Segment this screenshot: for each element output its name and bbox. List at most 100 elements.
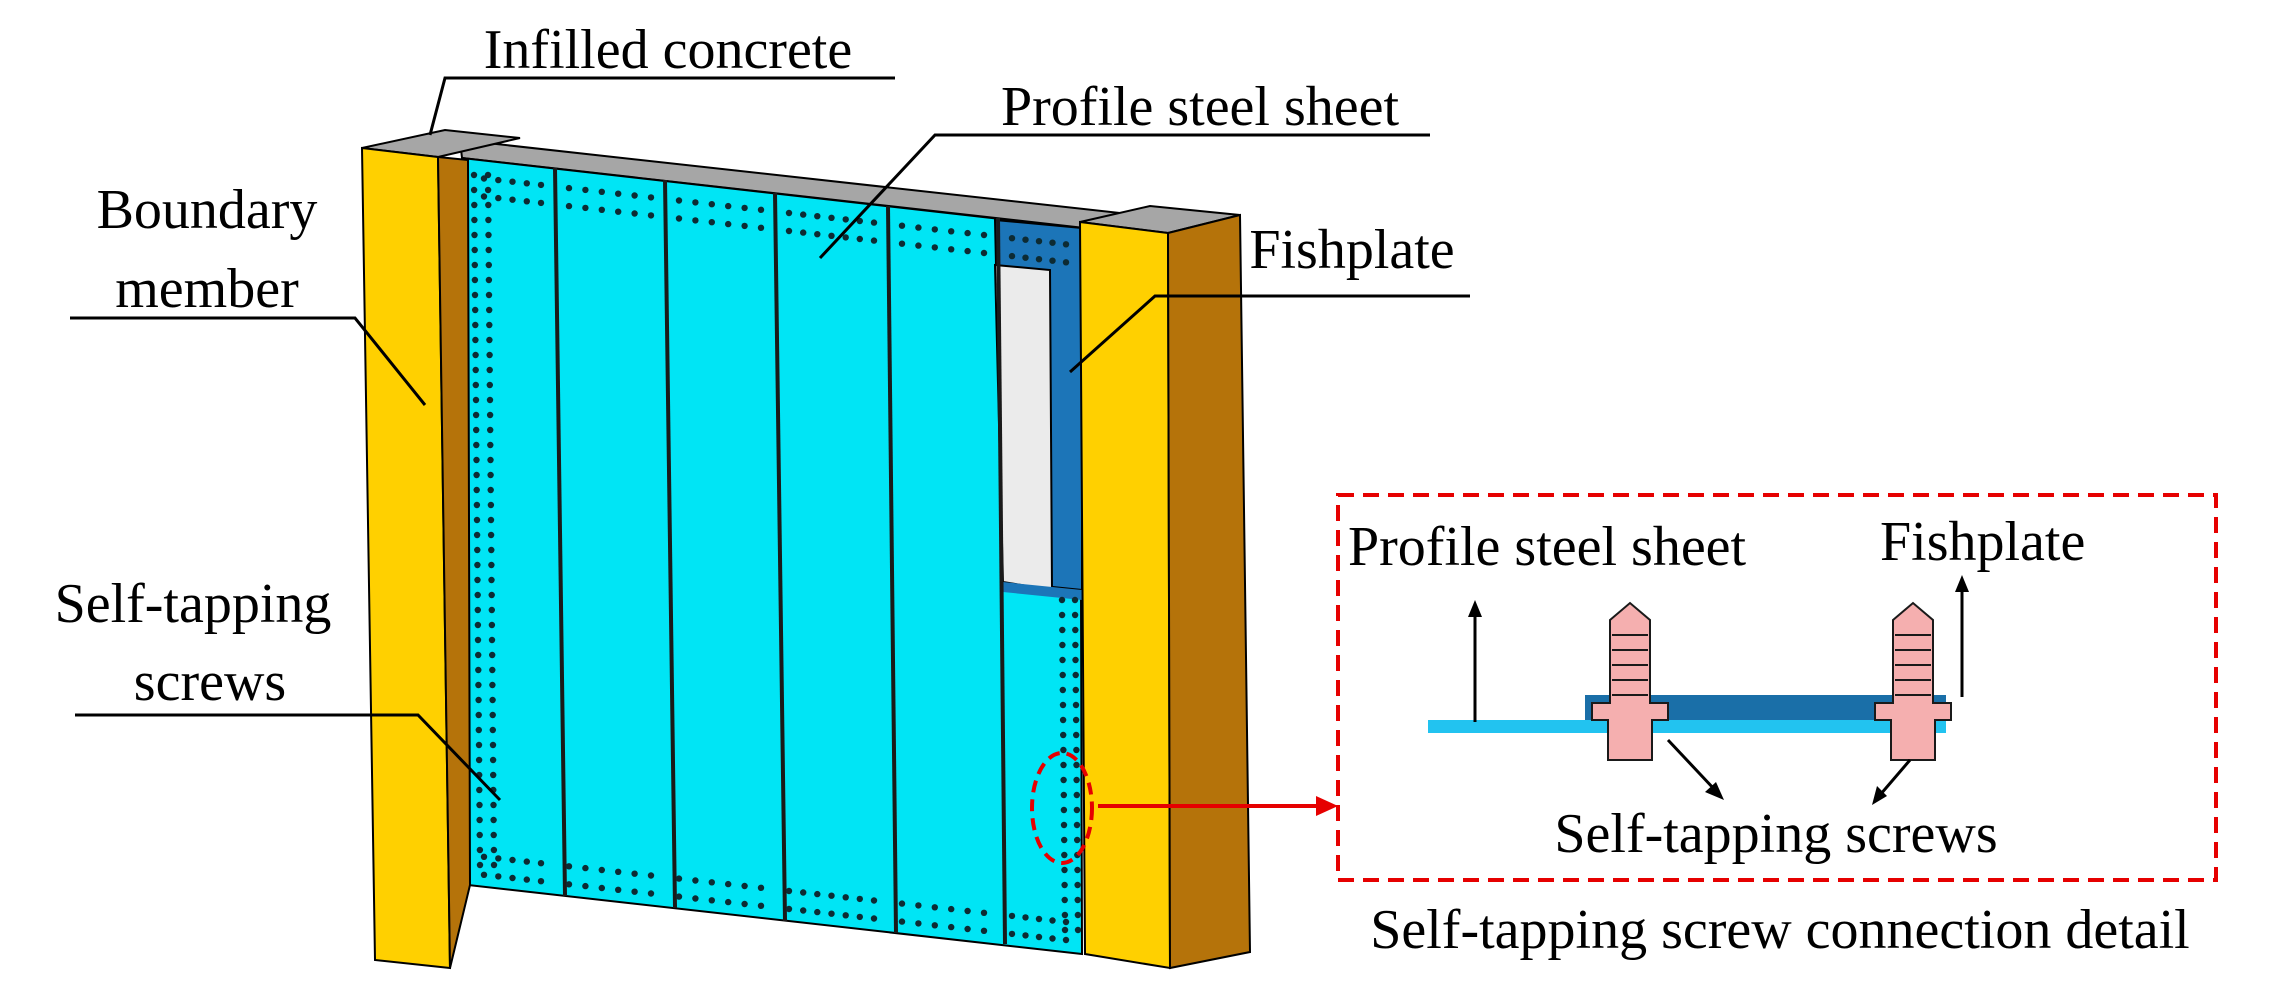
screw-dot — [509, 874, 516, 882]
screw-dot — [582, 882, 589, 890]
screw-dot — [1062, 918, 1070, 926]
screw-dot — [487, 456, 494, 464]
screw-dot — [1022, 914, 1029, 921]
screw-dot — [692, 217, 699, 224]
screw-dot — [565, 202, 573, 210]
screw-dot — [870, 237, 878, 244]
screw-dot — [757, 224, 765, 231]
screw-dot — [485, 246, 492, 254]
screw-dot — [490, 831, 497, 839]
screw-dot — [523, 198, 530, 205]
screw-dot — [475, 696, 482, 704]
screw-dot — [1049, 239, 1056, 246]
screw-dot — [488, 546, 495, 554]
screw-dot — [473, 456, 480, 464]
screw-dot — [509, 196, 516, 203]
screw-dot — [1035, 933, 1043, 941]
screw-dot — [1071, 596, 1079, 604]
screw-dot — [1022, 236, 1029, 243]
boundary-member-left-side — [436, 155, 472, 969]
label-self-tapping-line1: Self-tapping — [55, 573, 332, 635]
screw-dot — [725, 202, 732, 210]
screw-dot — [948, 923, 955, 931]
screw-dot — [1073, 731, 1080, 739]
screw-dot — [473, 501, 481, 509]
screw-dot — [1061, 911, 1069, 919]
screw-dot — [1058, 596, 1066, 604]
screw-dot — [471, 246, 478, 254]
screw-dot — [473, 441, 480, 449]
screw-dot — [1022, 254, 1029, 261]
screw-dot — [814, 908, 821, 916]
detail-label-self-tapping-screws: Self-tapping screws — [1554, 803, 1997, 865]
screw-dot — [931, 922, 938, 929]
screw-dot — [615, 208, 622, 215]
boundary-member-right-side — [1166, 213, 1252, 970]
screw-dot — [828, 214, 835, 221]
screw-dot — [489, 726, 496, 734]
screw-dot — [842, 234, 849, 241]
screw-dot — [565, 863, 573, 870]
screw-dot — [1060, 761, 1067, 769]
screw-dot — [1060, 776, 1067, 784]
screw-dot — [487, 471, 494, 479]
screw-dot — [741, 204, 748, 212]
screw-dot — [675, 875, 683, 882]
screw-dot — [485, 201, 492, 209]
screw-dot — [647, 212, 655, 219]
screw-dot — [1061, 866, 1068, 874]
screw-dot — [725, 220, 732, 228]
screw-dot — [814, 231, 821, 238]
screw-dot — [964, 925, 971, 933]
screw-dot — [471, 201, 478, 209]
screw-dot — [785, 887, 793, 895]
screw-dot — [1058, 611, 1066, 619]
screw-dot — [1073, 776, 1080, 784]
screw-dot — [472, 306, 479, 314]
screw-dot — [1061, 896, 1068, 904]
screw-dot — [898, 918, 906, 925]
screw-dot — [1061, 881, 1068, 889]
screw-dot — [814, 890, 821, 898]
screw-dot — [470, 186, 478, 194]
screw-dot — [856, 235, 863, 243]
screw-dot — [475, 681, 482, 689]
screw-dot — [647, 194, 655, 201]
screw-dot — [1072, 701, 1080, 709]
detail-label-profile-steel-sheet: Profile steel sheet — [1348, 516, 1747, 578]
screw-dot — [1022, 932, 1029, 939]
screw-dot — [1059, 716, 1067, 724]
screw-dot — [490, 846, 498, 854]
screw-dot — [487, 486, 494, 494]
screw-dot — [631, 210, 638, 217]
screw-dot — [1071, 611, 1079, 619]
screw-dot — [1074, 911, 1082, 919]
screw-dot — [475, 651, 482, 659]
screw-dot — [598, 884, 605, 892]
screw-dot — [1060, 806, 1068, 814]
screw-dot — [1074, 866, 1081, 874]
screw-dot — [741, 900, 748, 908]
label-boundary-member-line1: Boundary — [97, 179, 318, 241]
label-self-tapping-line2: screws — [134, 651, 286, 713]
screw-dot — [490, 861, 498, 869]
screw-dot — [598, 866, 605, 874]
screw-dot — [473, 426, 480, 434]
leader-lines — [70, 76, 1470, 802]
screw-dot — [472, 336, 479, 344]
screw-dot — [475, 741, 483, 749]
screw-dot — [948, 228, 955, 235]
screw-dot — [615, 190, 622, 197]
screw-dot — [948, 246, 955, 253]
screw-dot — [741, 222, 748, 230]
screw-dot — [842, 912, 849, 919]
screw-dot — [473, 486, 480, 494]
screw-dot — [489, 756, 497, 764]
screw-dot — [800, 907, 807, 914]
screw-dot — [1059, 626, 1066, 634]
screw-dot — [785, 209, 793, 217]
screw-dot — [964, 907, 971, 915]
screw-dot — [1059, 686, 1067, 694]
screw-dot — [489, 666, 496, 674]
detail-screw-1 — [1591, 601, 1669, 761]
